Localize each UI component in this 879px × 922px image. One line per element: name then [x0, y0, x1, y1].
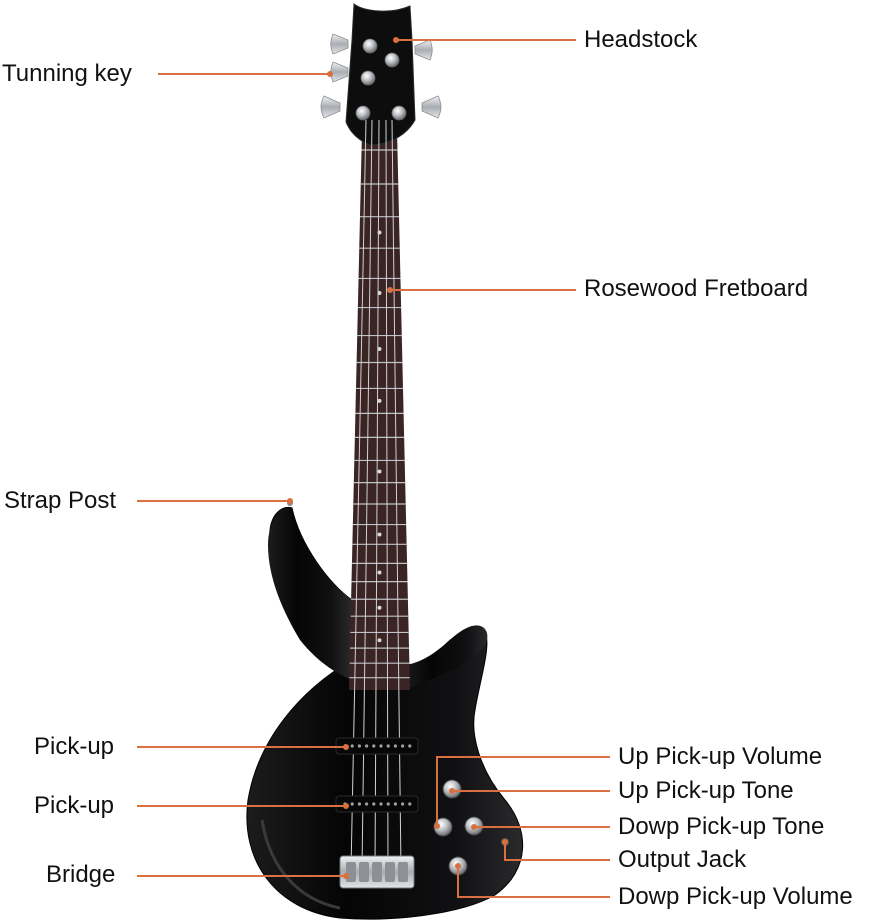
- bridge-hardware: [339, 855, 415, 889]
- upper-horn: [268, 508, 352, 680]
- label-up-pickup-volume: Up Pick-up Volume: [618, 743, 823, 770]
- leader-lines: [137, 39, 610, 898]
- label-tuning-key: Tunning key: [2, 60, 132, 87]
- label-pickup-bridge: Pick-up: [34, 792, 115, 819]
- headstock-shape: [345, 3, 416, 146]
- up-tone-knob: [433, 817, 453, 837]
- fretboard: [349, 130, 410, 690]
- label-headstock: Headstock: [584, 26, 698, 53]
- body-highlight: [260, 819, 341, 910]
- label-strap-post: Strap Post: [4, 487, 117, 514]
- label-fretboard: Rosewood Fretboard: [584, 275, 809, 302]
- label-down-pickup-tone: Dowp Pick-up Tone: [618, 813, 825, 840]
- label-pickup-neck: Pick-up: [34, 733, 115, 760]
- label-down-pickup-volume: Dowp Pick-up Volume: [618, 883, 853, 910]
- leader-dots: [287, 37, 508, 879]
- lower-horn: [402, 600, 488, 690]
- label-bridge: Bridge: [46, 861, 116, 888]
- fret-inlays: [377, 230, 382, 643]
- tuner-posts: [355, 38, 407, 121]
- label-up-pickup-tone: Up Pick-up Tone: [618, 777, 794, 804]
- tuning-keys: [320, 33, 442, 119]
- label-output-jack: Output Jack: [618, 846, 747, 873]
- bridge-pickup: [335, 795, 419, 813]
